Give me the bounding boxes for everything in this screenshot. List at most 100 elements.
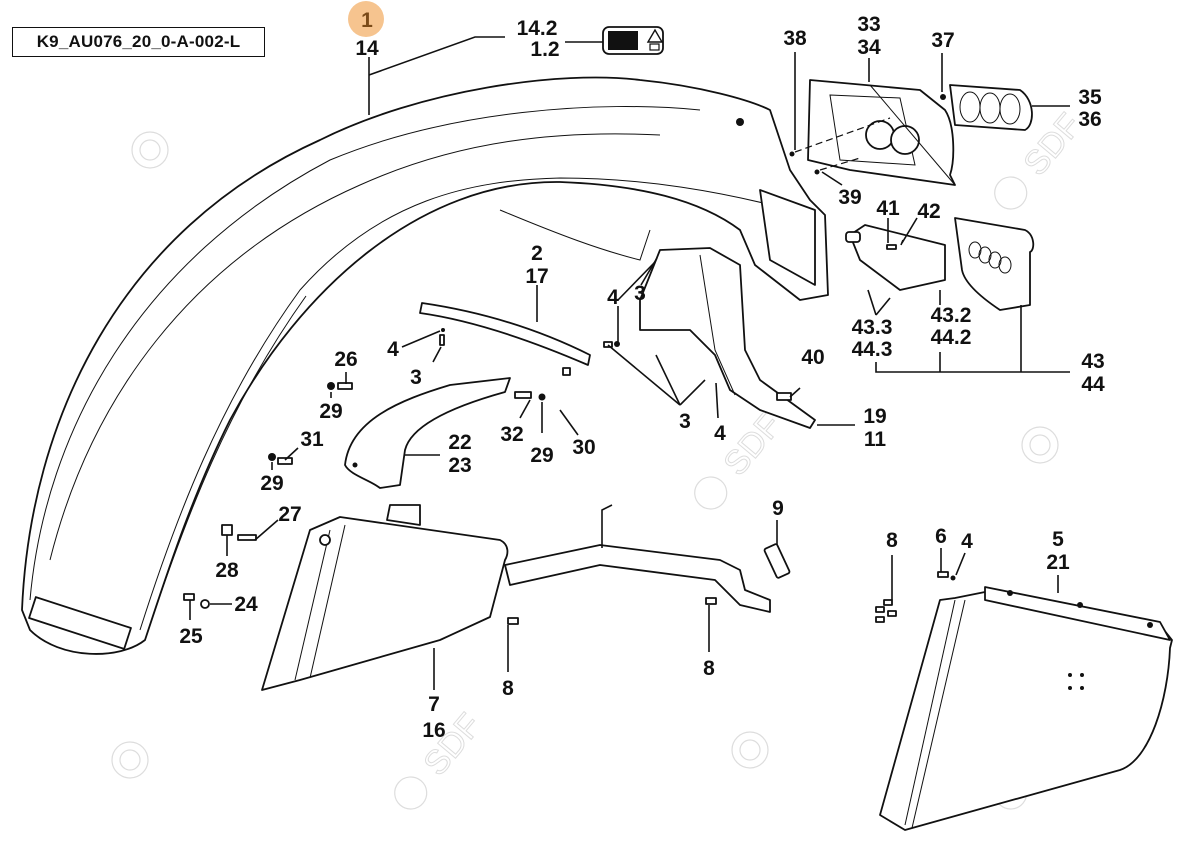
- nut-37[interactable]: [940, 94, 946, 100]
- part-headlight-housing[interactable]: [807, 79, 956, 186]
- callout-8[interactable]: 8: [703, 657, 715, 680]
- callout-44-3[interactable]: 44.3: [852, 338, 893, 361]
- callout-14-2[interactable]: 14.2: [517, 17, 558, 40]
- screw-27[interactable]: [237, 534, 257, 541]
- callout-39[interactable]: 39: [838, 186, 861, 209]
- callout-2[interactable]: 2: [531, 242, 543, 265]
- nut-29[interactable]: [268, 453, 276, 461]
- part-support-bar[interactable]: [504, 504, 791, 613]
- callout-33[interactable]: 33: [857, 13, 880, 36]
- callout-32[interactable]: 32: [500, 423, 523, 446]
- callout-16[interactable]: 16: [422, 719, 445, 742]
- nut-29[interactable]: [538, 393, 546, 401]
- callout-8[interactable]: 8: [502, 677, 514, 700]
- reference-code-box: K9_AU076_20_0-A-002-L: [12, 27, 265, 57]
- part-trim-strip[interactable]: [419, 302, 591, 376]
- clip-28[interactable]: [221, 524, 233, 536]
- part-switch[interactable]: [845, 224, 946, 291]
- part-light-bezel[interactable]: [949, 84, 1033, 131]
- callout-37[interactable]: 37: [931, 29, 954, 52]
- callout-36[interactable]: 36: [1078, 108, 1101, 131]
- screw-31[interactable]: [277, 457, 293, 465]
- part-inner-panel[interactable]: [639, 247, 816, 429]
- part-bracket[interactable]: [344, 377, 511, 489]
- screw-26[interactable]: [337, 382, 353, 390]
- callout-4[interactable]: 4: [607, 286, 619, 309]
- watermark-logo: [111, 741, 149, 779]
- washer-24[interactable]: [200, 599, 210, 609]
- callout-3[interactable]: 3: [679, 410, 691, 433]
- callout-44-2[interactable]: 44.2: [931, 326, 972, 349]
- reference-code: K9_AU076_20_0-A-002-L: [36, 32, 241, 51]
- callout-21[interactable]: 21: [1046, 551, 1070, 574]
- callout-4[interactable]: 4: [961, 530, 973, 553]
- callout-7[interactable]: 7: [428, 693, 440, 716]
- screw-3[interactable]: [439, 334, 445, 346]
- callout-1[interactable]: 1: [361, 9, 373, 32]
- screw-38[interactable]: [789, 151, 795, 157]
- callout-24[interactable]: 24: [234, 593, 258, 616]
- part-side-panel[interactable]: [261, 504, 509, 691]
- clip-40[interactable]: [776, 392, 792, 401]
- nut-29[interactable]: [327, 382, 335, 390]
- callout-43-2[interactable]: 43.2: [931, 304, 972, 327]
- screw-8[interactable]: [705, 597, 717, 605]
- watermark-logo: [1021, 426, 1059, 464]
- screw-32[interactable]: [514, 391, 532, 399]
- callout-44[interactable]: 44: [1081, 373, 1105, 396]
- callout-38[interactable]: 38: [783, 27, 807, 50]
- callout-8[interactable]: 8: [886, 529, 898, 552]
- callout-41[interactable]: 41: [876, 197, 900, 220]
- callout-28[interactable]: 28: [215, 559, 239, 582]
- screw-39[interactable]: [814, 169, 820, 175]
- screw-6[interactable]: [937, 571, 949, 578]
- part-switch-panel[interactable]: [954, 217, 1035, 311]
- svg-text:SDF: SDF: [416, 706, 489, 783]
- callout-43[interactable]: 43: [1081, 350, 1104, 373]
- screw-3[interactable]: [603, 341, 613, 348]
- callout-6[interactable]: 6: [935, 525, 947, 548]
- screws-8-group[interactable]: [875, 599, 897, 623]
- callout-23[interactable]: 23: [448, 454, 471, 477]
- callout-35[interactable]: 35: [1078, 86, 1102, 109]
- washer-4[interactable]: [441, 328, 445, 332]
- callout-17[interactable]: 17: [525, 265, 548, 288]
- screw-25[interactable]: [183, 593, 195, 601]
- callout-27[interactable]: 27: [278, 503, 301, 526]
- callout-1-2[interactable]: 1.2: [530, 38, 559, 61]
- washer-4[interactable]: [614, 341, 620, 347]
- callout-26[interactable]: 26: [334, 348, 357, 371]
- callout-3[interactable]: 3: [634, 282, 646, 305]
- callout-34[interactable]: 34: [857, 36, 881, 59]
- watermark-logo: [131, 131, 169, 169]
- callout-29[interactable]: 29: [530, 444, 553, 467]
- callout-14[interactable]: 14: [355, 37, 379, 60]
- watermark-logo: [731, 731, 769, 769]
- callout-42[interactable]: 42: [917, 200, 940, 223]
- part-fender[interactable]: [21, 76, 829, 655]
- callout-4[interactable]: 4: [714, 422, 726, 445]
- screw-8[interactable]: [507, 617, 519, 625]
- callout-labels: 1 14 14.2 1.2 38 33 34 37 35 36 39 41 42…: [179, 9, 1105, 742]
- callout-3[interactable]: 3: [410, 366, 422, 389]
- callout-29[interactable]: 29: [260, 472, 283, 495]
- callout-9[interactable]: 9: [772, 497, 784, 520]
- part-rear-panel[interactable]: [879, 586, 1173, 831]
- screw-41[interactable]: [886, 244, 897, 250]
- callout-30[interactable]: 30: [572, 436, 595, 459]
- leader-lines: [189, 36, 1070, 690]
- warning-decal[interactable]: [602, 26, 664, 55]
- callout-43-3[interactable]: 43.3: [852, 316, 893, 339]
- washer-4[interactable]: [950, 575, 956, 581]
- callout-4[interactable]: 4: [387, 338, 399, 361]
- callout-5[interactable]: 5: [1052, 528, 1064, 551]
- callout-31[interactable]: 31: [300, 428, 324, 451]
- callout-40[interactable]: 40: [801, 346, 824, 369]
- callout-22[interactable]: 22: [448, 431, 471, 454]
- callout-29[interactable]: 29: [319, 400, 342, 423]
- highlight-badge[interactable]: [348, 1, 384, 37]
- callout-19[interactable]: 19: [863, 405, 886, 428]
- callout-25[interactable]: 25: [179, 625, 203, 648]
- callout-11[interactable]: 11: [864, 428, 887, 451]
